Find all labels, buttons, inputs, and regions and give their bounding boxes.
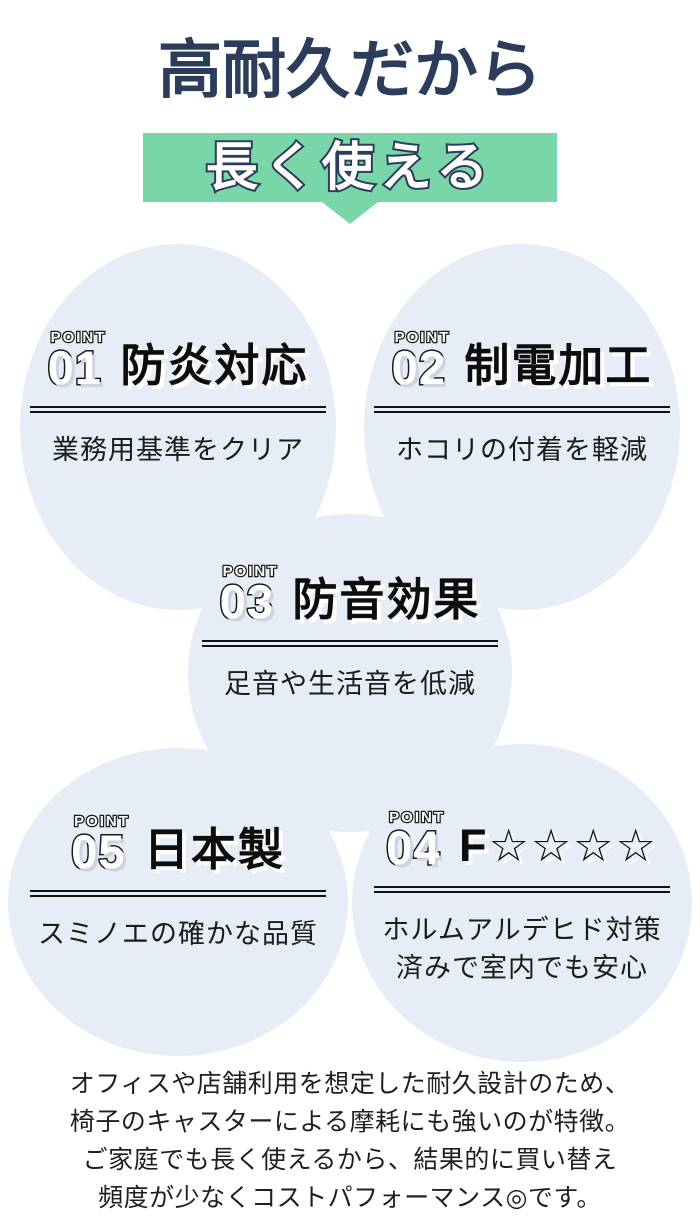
double-line-divider: [374, 886, 670, 894]
point-heading: POINT 05 日本製: [70, 813, 285, 878]
point-number: 02: [390, 341, 446, 394]
footer-paragraph: オフィスや店舗利用を想定した耐久設計のため、 椅子のキャスターによる摩耗にも強い…: [69, 1071, 631, 1212]
point-number-block: POINT 02: [390, 329, 451, 394]
point-title: 防炎対応: [120, 340, 309, 392]
point-label: POINT: [393, 329, 451, 347]
double-line-divider: [374, 406, 670, 414]
point-subtitle: スミノエの確かな品質: [38, 919, 318, 950]
point-number: 03: [218, 575, 274, 628]
point-number-block: POINT 03: [218, 563, 279, 628]
point-label: POINT: [388, 809, 445, 827]
point-title: 日本製: [143, 824, 285, 876]
point-number-block: POINT 01: [46, 329, 107, 394]
point-circle-01: POINT 01 防炎対応 業務用基準をクリア: [20, 244, 336, 610]
point-number: 05: [70, 825, 126, 878]
point-subtitle: 足音や生活音を低減: [224, 669, 476, 700]
point-circle-05: POINT 05 日本製 スミノエの確かな品質: [8, 748, 348, 1056]
point-heading: POINT 03 防音効果: [218, 563, 481, 628]
page-title: 高耐久だから: [158, 34, 542, 106]
point-number-block: POINT 04: [385, 809, 445, 874]
highlight-banner: 長く使える: [143, 133, 557, 202]
point-title: F☆☆☆☆: [458, 820, 658, 872]
point-subtitle: ホルムアルデヒド対策 済みで室内でも安心: [382, 915, 662, 984]
double-line-divider: [202, 640, 498, 648]
point-number-block: POINT 05: [70, 813, 130, 878]
point-subtitle: ホコリの付着を軽減: [396, 435, 648, 466]
banner-text: 長く使える: [204, 138, 495, 197]
double-line-divider: [30, 406, 326, 414]
point-heading: POINT 01 防炎対応: [46, 329, 309, 394]
banner-arrow-icon: [322, 202, 378, 224]
point-number: 01: [46, 341, 102, 394]
point-label: POINT: [73, 813, 130, 831]
point-circle-04: POINT 04 F☆☆☆☆ ホルムアルデヒド対策 済みで室内でも安心: [352, 744, 692, 1062]
point-title: 制電加工: [464, 340, 653, 392]
point-label: POINT: [49, 329, 107, 347]
double-line-divider: [30, 890, 326, 898]
point-subtitle: 業務用基準をクリア: [52, 435, 304, 466]
point-circle-02: POINT 02 制電加工 ホコリの付着を軽減: [364, 244, 680, 610]
point-label: POINT: [221, 563, 279, 581]
point-heading: POINT 04 F☆☆☆☆: [385, 809, 658, 874]
point-number: 04: [385, 821, 441, 874]
point-heading: POINT 02 制電加工: [390, 329, 653, 394]
point-title: 防音効果: [292, 574, 481, 626]
